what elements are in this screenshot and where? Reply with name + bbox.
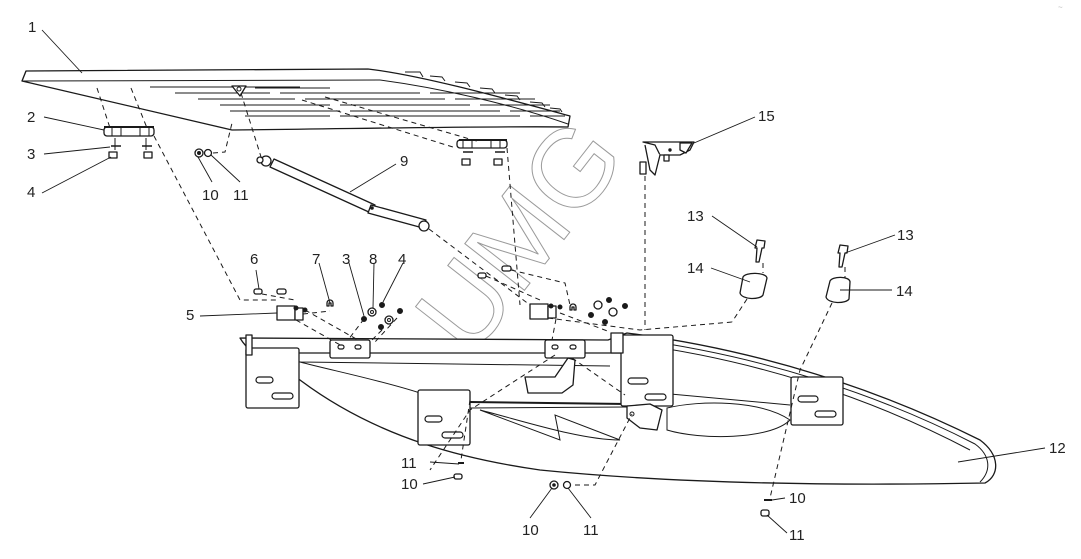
callout-6: 6 xyxy=(250,251,258,268)
callout-5: 5 xyxy=(186,307,194,324)
callout-11: 11 xyxy=(401,455,417,472)
callout-10: 10 xyxy=(522,522,539,539)
roof-panel xyxy=(21,68,571,131)
callout-13: 13 xyxy=(897,227,914,244)
callout-14: 14 xyxy=(896,283,913,300)
hinge-bracket-left xyxy=(253,288,403,330)
callouts: 1 2 3 4 10 11 9 15 13 13 14 14 6 7 3 8 4… xyxy=(27,19,1066,544)
frame-bracket-2 xyxy=(417,389,471,446)
callout-2: 2 xyxy=(27,109,35,126)
hinge-left xyxy=(103,126,155,159)
watermark: UMG xyxy=(391,96,647,375)
callout-13: 13 xyxy=(687,208,704,225)
callout-1: 1 xyxy=(28,19,36,36)
frame-assembly xyxy=(239,332,997,485)
bolt-bumper-left xyxy=(739,239,768,300)
callout-10: 10 xyxy=(789,490,806,507)
hinge-right xyxy=(456,139,508,166)
nut-washer-top xyxy=(194,148,213,158)
corner-mark: ~ xyxy=(1058,3,1063,12)
callout-11: 11 xyxy=(233,187,249,204)
callout-11: 11 xyxy=(789,527,805,544)
callout-8: 8 xyxy=(369,251,377,268)
callout-11: 11 xyxy=(583,522,599,539)
callout-3: 3 xyxy=(27,146,35,163)
callout-9: 9 xyxy=(400,153,408,170)
frame-bracket-3 xyxy=(610,332,674,407)
callout-4: 4 xyxy=(398,251,406,268)
callout-4: 4 xyxy=(27,184,35,201)
callout-7: 7 xyxy=(312,251,320,268)
leader-lines xyxy=(41,29,1046,534)
callout-14: 14 xyxy=(687,260,704,277)
frame-bracket-1 xyxy=(245,334,300,409)
callout-10: 10 xyxy=(202,187,219,204)
panel-slats xyxy=(150,86,565,117)
hinge-plate-right xyxy=(544,339,586,359)
bottom-hardware xyxy=(453,462,772,517)
hinge-left-fasteners xyxy=(108,138,153,159)
gas-strut xyxy=(256,155,430,232)
frame-bracket-4 xyxy=(790,376,844,426)
callout-3: 3 xyxy=(342,251,350,268)
callout-15: 15 xyxy=(758,108,775,125)
watermark-text: UMG xyxy=(392,97,647,375)
latch-handle xyxy=(639,141,695,176)
bolt-bumper-right xyxy=(825,244,851,304)
callout-12: 12 xyxy=(1049,440,1066,457)
assembly-lines xyxy=(96,87,846,499)
hinge-bracket-right xyxy=(477,265,628,325)
callout-10: 10 xyxy=(401,476,418,493)
